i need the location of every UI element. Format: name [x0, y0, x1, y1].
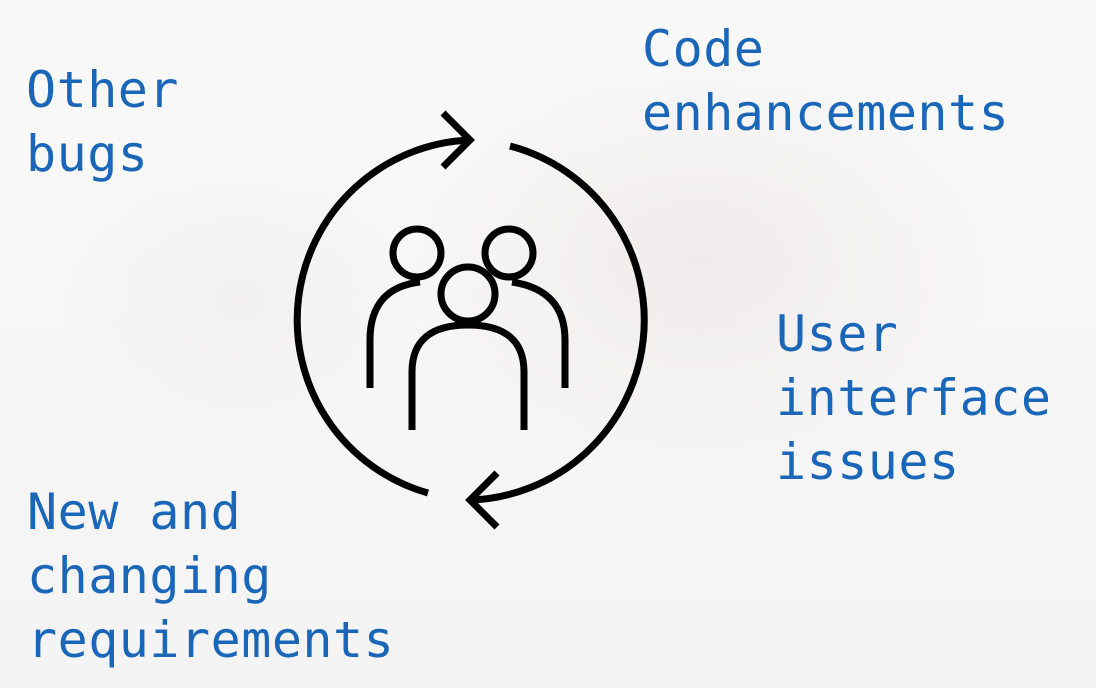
label-user-interface-issues: User interface issues [776, 302, 1051, 494]
cycle-arc-right [469, 142, 648, 504]
label-line: User [776, 305, 899, 363]
person-right-head [481, 225, 537, 281]
label-line: requirements [27, 611, 395, 669]
person-center-head [437, 263, 499, 325]
label-line: issues [776, 433, 960, 491]
label-line: New and [27, 483, 242, 541]
team-people-icon [366, 225, 569, 430]
label-code-enhancements: Code enhancements [642, 17, 1009, 145]
label-other-bugs: Other bugs [26, 58, 179, 186]
label-line: bugs [26, 125, 149, 183]
cycle-arrowhead-bottom [465, 470, 500, 530]
person-right-body [511, 278, 569, 388]
label-line: changing [27, 547, 272, 605]
label-line: enhancements [642, 84, 1010, 142]
cycle-arrowhead-top [440, 110, 475, 170]
person-left-body [366, 278, 421, 388]
cycle-arc-left [293, 136, 471, 497]
label-line: Code [642, 20, 765, 78]
person-left-head [389, 225, 445, 281]
label-line: Other [26, 61, 180, 119]
label-line: interface [776, 369, 1052, 427]
person-center-body [408, 321, 528, 430]
label-new-changing-requirements: New and changing requirements [27, 480, 394, 672]
